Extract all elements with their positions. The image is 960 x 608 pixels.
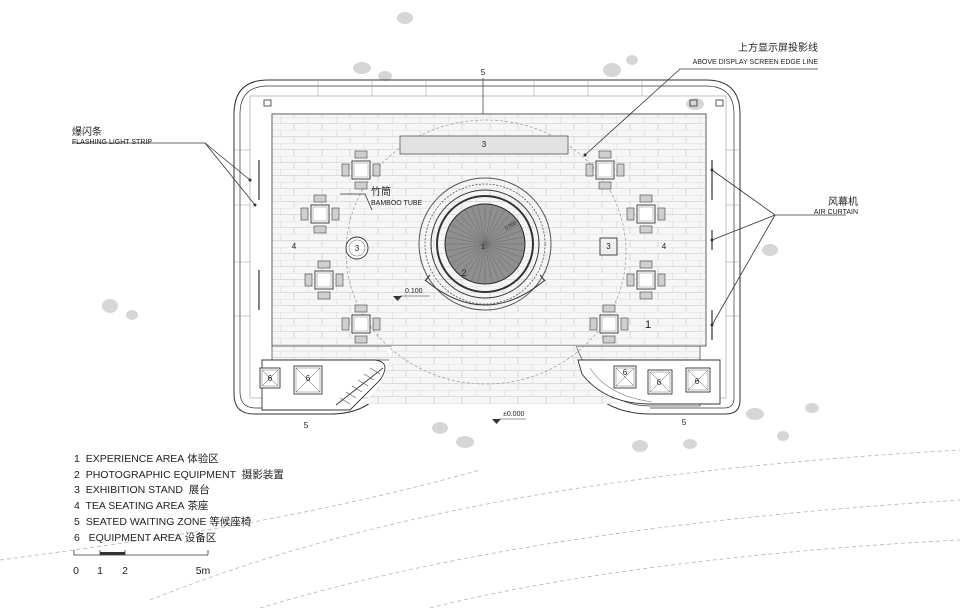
equipment-box — [259, 367, 281, 389]
scale-tick-2: 2 — [122, 565, 128, 577]
scale-tick-1: 1 — [97, 565, 103, 577]
leader-arrows — [248, 153, 714, 327]
legend-item-6: 6 EQUIPMENT AREA 设备区 — [74, 531, 217, 544]
bamboo-label-cn: 竹筒 — [371, 185, 391, 198]
level-outer-label: ±0.000 — [503, 411, 524, 418]
light-strips — [258, 160, 713, 340]
corner-marker — [715, 99, 724, 107]
tea-table-group — [626, 260, 666, 300]
zone-6-d: 6 — [657, 378, 662, 387]
scale-tick-0: 0 — [73, 565, 79, 577]
leader-lines — [72, 68, 846, 326]
legend: 1 EXPERIENCE AREA 体验区 2 PHOTOGRAPHIC EQU… — [74, 452, 284, 546]
legend-item-4: 4 TEA SEATING AREA 茶座 — [74, 500, 209, 513]
zone-4-left: 4 — [292, 242, 297, 251]
zone-4-right: 4 — [662, 242, 667, 251]
screen-edge-projection — [345, 119, 627, 385]
site-contour-lines — [0, 449, 960, 608]
level-inner-label: 0.100 — [405, 288, 423, 295]
flash-label-cn: 爆闪条 — [72, 125, 102, 138]
frame-modules — [234, 80, 740, 317]
tea-table-group — [341, 150, 381, 190]
legend-item-1: 1 EXPERIENCE AREA 体验区 — [74, 453, 219, 465]
tea-table-group — [585, 150, 625, 190]
zone-6-a: 6 — [268, 374, 273, 383]
corner-marker — [689, 99, 698, 107]
air-label-en: AIR CURTAIN — [814, 209, 858, 216]
tea-seating-groups — [300, 150, 666, 344]
zone-5-top: 5 — [481, 68, 486, 77]
tea-table-group — [589, 304, 629, 344]
corner-marker — [263, 99, 272, 107]
zone-2: 2 — [461, 268, 466, 278]
equipment-box — [293, 365, 323, 395]
scale-bar: 0 1 2 5m — [73, 550, 211, 577]
tea-table-group — [626, 194, 666, 234]
zone-5-bottom-right: 5 — [682, 418, 687, 427]
flash-label-en: FLASHING LIGHT STRIP — [72, 139, 152, 146]
tea-table-group — [304, 260, 344, 300]
equipment-box — [647, 369, 673, 395]
level-mark-inner — [393, 295, 430, 301]
zone-3-top: 3 — [482, 140, 487, 149]
legend-item-3: 3 EXHIBITION STAND 展台 — [74, 484, 210, 497]
zone-6-c: 6 — [623, 368, 628, 377]
screen-label-en: ABOVE DISPLAY SCREEN EDGE LINE — [693, 59, 819, 66]
zone-6-b: 6 — [306, 374, 311, 383]
people-silhouettes — [102, 12, 819, 452]
exhibition-stand-square — [599, 237, 618, 256]
tea-table-group — [341, 304, 381, 344]
zone-6-e: 6 — [695, 377, 700, 386]
zone-1-center: 1 — [481, 244, 485, 251]
scale-tick-5m: 5m — [196, 565, 211, 577]
equipment-box — [685, 367, 711, 393]
screen-label-cn: 上方显示屏投影线 — [738, 41, 818, 54]
bamboo-label-en: BAMBOO TUBE — [371, 200, 423, 207]
photographic-equipment — [418, 177, 552, 311]
floor-extension — [360, 346, 620, 404]
tea-table-group — [300, 194, 340, 234]
air-label-cn: 风幕机 — [828, 195, 858, 208]
level-mark-outer — [492, 418, 526, 424]
zone-3-left: 3 — [355, 244, 360, 253]
zone-1: 1 — [645, 319, 651, 331]
zone-5-bottom-left: 5 — [304, 421, 309, 430]
legend-item-5: 5 SEATED WAITING ZONE 等候座椅 — [74, 515, 252, 528]
level-center-label: 0.000 — [504, 220, 518, 232]
seated-waiting-zone-left — [261, 359, 386, 411]
equipment-box — [613, 365, 637, 389]
equipment-area — [259, 365, 711, 395]
legend-item-2: 2 PHOTOGRAPHIC EQUIPMENT 摄影装置 — [74, 468, 284, 481]
zone-3-right: 3 — [606, 242, 611, 251]
exhibition-stand-top — [399, 135, 569, 155]
